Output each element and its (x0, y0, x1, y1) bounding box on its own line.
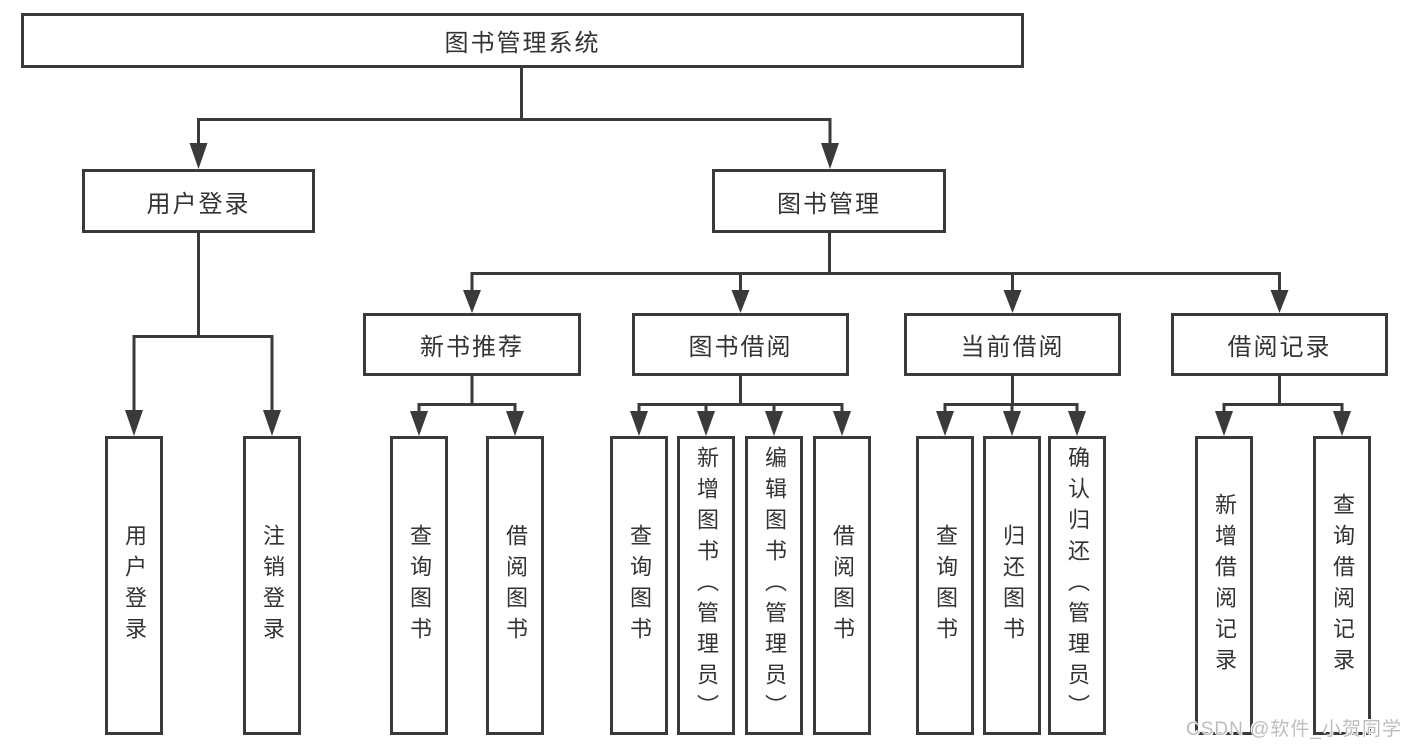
arrowhead (263, 410, 281, 436)
leaf-label: 查询图书 (627, 523, 652, 648)
leaf-confirm-return-admin: 确认归还（管理员） (1048, 436, 1106, 735)
node-user-login: 用户登录 (82, 169, 315, 233)
node-book-management: 图书管理 (712, 169, 946, 233)
node-borrow-record: 借阅记录 (1171, 313, 1388, 376)
arrowhead (463, 290, 481, 313)
leaf-query-borrow-record: 查询借阅记录 (1313, 436, 1371, 735)
leaf-borrow-books-recommend: 借阅图书 (486, 436, 544, 735)
leaf-label: 借阅图书 (830, 523, 855, 648)
arrowhead (1270, 290, 1289, 313)
arrowhead (410, 411, 428, 436)
arrowhead (125, 410, 143, 436)
leaf-label: 归还图书 (1000, 523, 1025, 648)
arrowhead (731, 290, 750, 313)
leaf-label: 新增图书（管理员） (694, 446, 719, 725)
node-root: 图书管理系统 (21, 13, 1024, 68)
leaf-logout: 注销登录 (243, 436, 301, 735)
arrowhead (1003, 411, 1021, 436)
leaf-add-books-admin: 新增图书（管理员） (677, 436, 735, 735)
watermark: CSDN @软件_小贺同学 (1186, 719, 1402, 740)
arrowhead (765, 411, 783, 436)
leaf-label: 查询借阅记录 (1330, 492, 1355, 679)
arrowhead (1215, 411, 1233, 436)
leaf-label: 借阅图书 (503, 523, 528, 648)
leaf-label: 确认归还（管理员） (1065, 446, 1090, 725)
arrowhead (1068, 411, 1086, 436)
leaf-user-login: 用户登录 (105, 436, 163, 735)
node-new-book-recommend: 新书推荐 (363, 313, 581, 376)
leaf-query-books-current: 查询图书 (916, 436, 974, 735)
arrowhead (506, 411, 524, 436)
leaf-label: 用户登录 (122, 523, 147, 648)
arrowhead (189, 143, 208, 169)
leaf-query-books-borrow: 查询图书 (610, 436, 668, 735)
leaf-label: 查询图书 (933, 523, 958, 648)
arrowhead (1333, 411, 1351, 436)
leaf-edit-books-admin: 编辑图书（管理员） (745, 436, 803, 735)
leaf-label: 注销登录 (260, 523, 285, 648)
leaf-label: 编辑图书（管理员） (762, 446, 787, 725)
arrowhead (630, 411, 648, 436)
arrowhead (1003, 290, 1022, 313)
leaf-return-books: 归还图书 (983, 436, 1041, 735)
arrowhead (697, 411, 715, 436)
leaf-label: 新增借阅记录 (1212, 492, 1237, 679)
leaf-query-books-recommend: 查询图书 (390, 436, 448, 735)
leaf-borrow-books: 借阅图书 (813, 436, 871, 735)
arrowhead (936, 411, 954, 436)
arrowhead (833, 411, 851, 436)
leaf-label: 查询图书 (407, 523, 432, 648)
leaf-add-borrow-record: 新增借阅记录 (1195, 436, 1253, 735)
node-book-borrow: 图书借阅 (632, 313, 849, 376)
node-current-borrow: 当前借阅 (904, 313, 1121, 376)
arrowhead (821, 143, 839, 169)
